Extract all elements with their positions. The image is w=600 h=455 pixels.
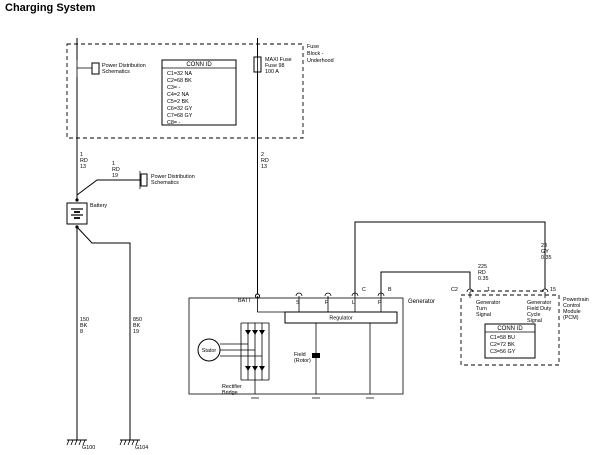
batt-internal-wire [257, 296, 285, 313]
fuse-block-outline [66, 43, 304, 139]
batt-terminal-label: BATT [238, 298, 252, 304]
pcm-pin-1: 1 [487, 287, 490, 293]
stator: Stator [197, 338, 262, 362]
terminal-s[interactable]: S [295, 292, 303, 312]
generator-turn-signal-label: Generator Turn Signal [476, 300, 502, 318]
conn-id-header: CONN ID [186, 62, 212, 68]
field-duty-cycle-wire[interactable] [354, 221, 546, 296]
svg-text:G104: G104 [135, 445, 148, 451]
svg-text:Power Distribution Schem: Power Distribution Schematics [151, 174, 196, 186]
fuse-block-label: Fuse Block - Underhood [307, 44, 334, 64]
svg-text:F: F [325, 300, 329, 306]
pds-reference-2[interactable]: Power Distribution Schematics [139, 171, 196, 189]
fuse-conn-id-table: CONN ID C1=32 NA C2=68 BK C3= - C4=2 NA … [161, 59, 237, 126]
generator-label: Generator [408, 299, 435, 305]
wire-label-225-rd-035: 225 RD 0.35 [478, 264, 489, 282]
svg-text:P: P [378, 300, 382, 306]
pds-reference-1[interactable]: Power Distribution Schematics [76, 60, 147, 77]
pds-branch-wire[interactable] [76, 179, 140, 196]
svg-text:CONN ID: CONN ID [497, 326, 523, 332]
pcm-conn-id-table: CONN ID C1=58 BU C2=72 BK C3=56 GY [484, 323, 536, 359]
svg-text:Rectifier Bridge: Rectifier Bridge [222, 384, 243, 396]
wire-label-1-rd-19: 1 RD 19 [112, 161, 121, 179]
regulator-label: Regulator [329, 316, 353, 322]
turn-signal-wire[interactable] [380, 271, 471, 296]
battery[interactable] [66, 198, 88, 229]
wire-label-2-rd-13: 2 RD 13 [261, 152, 270, 170]
wire-label-850-bk-19: 850 BK 19 [133, 317, 144, 335]
pcm-label: Powertrain Control Module (PCM) [563, 297, 590, 321]
svg-text:Field (Rotor): Field (Rotor) [294, 352, 311, 364]
wire-label-1-rd-13: 1 RD 13 [80, 152, 89, 170]
wire-label-23-gy-035: 23 GY 0.35 [541, 243, 552, 261]
pcm-pin-c2: C2 [451, 287, 458, 293]
pcm-outline [460, 294, 560, 366]
maxi-fuse[interactable]: MAXI Fuse Fuse 98 100 A [253, 56, 293, 75]
field-rotor: Field (Rotor) [294, 352, 320, 394]
rectifier-bridge: Rectifier Bridge [222, 322, 270, 396]
battery-label: Battery [90, 203, 107, 209]
terminal-f[interactable]: F [324, 292, 332, 312]
circuit-b-label: B [388, 287, 392, 293]
generator-fdc-signal-label: Generator Field Duty Cycle Signal [527, 300, 553, 324]
ground-wire-g104[interactable] [76, 226, 131, 440]
generator-outline [188, 297, 404, 395]
svg-text:C1=58 BU C2=72 BK: C1=58 BU C2=72 BK C3=56 GY [490, 335, 517, 355]
fuse-conn-rows: C1=32 NA C2=68 BK C3= - C4=2 NA C5=2 BK … [167, 71, 194, 126]
svg-text:Stator: Stator [202, 348, 217, 354]
svg-text:L: L [352, 300, 355, 306]
ground-g104: G104 [119, 439, 148, 451]
ground-g100: G100 [66, 439, 95, 451]
diagram-title: Charging System [5, 2, 96, 14]
svg-text:S: S [296, 300, 300, 306]
svg-text:G100: G100 [82, 445, 95, 451]
regulator-box [284, 311, 398, 324]
pcm-pin-turn[interactable] [466, 288, 474, 298]
svg-text:MAXI Fuse Fuse 98: MAXI Fuse Fuse 98 100 A [265, 57, 293, 75]
circuit-c-label: C [362, 287, 366, 293]
pcm-pin-15[interactable] [541, 288, 549, 298]
svg-text:Power Distribution Schem: Power Distribution Schematics [102, 63, 147, 75]
pcm-pin-15-label: 15 [550, 287, 556, 293]
wire-label-150-bk-8: 150 BK 8 [80, 317, 91, 335]
